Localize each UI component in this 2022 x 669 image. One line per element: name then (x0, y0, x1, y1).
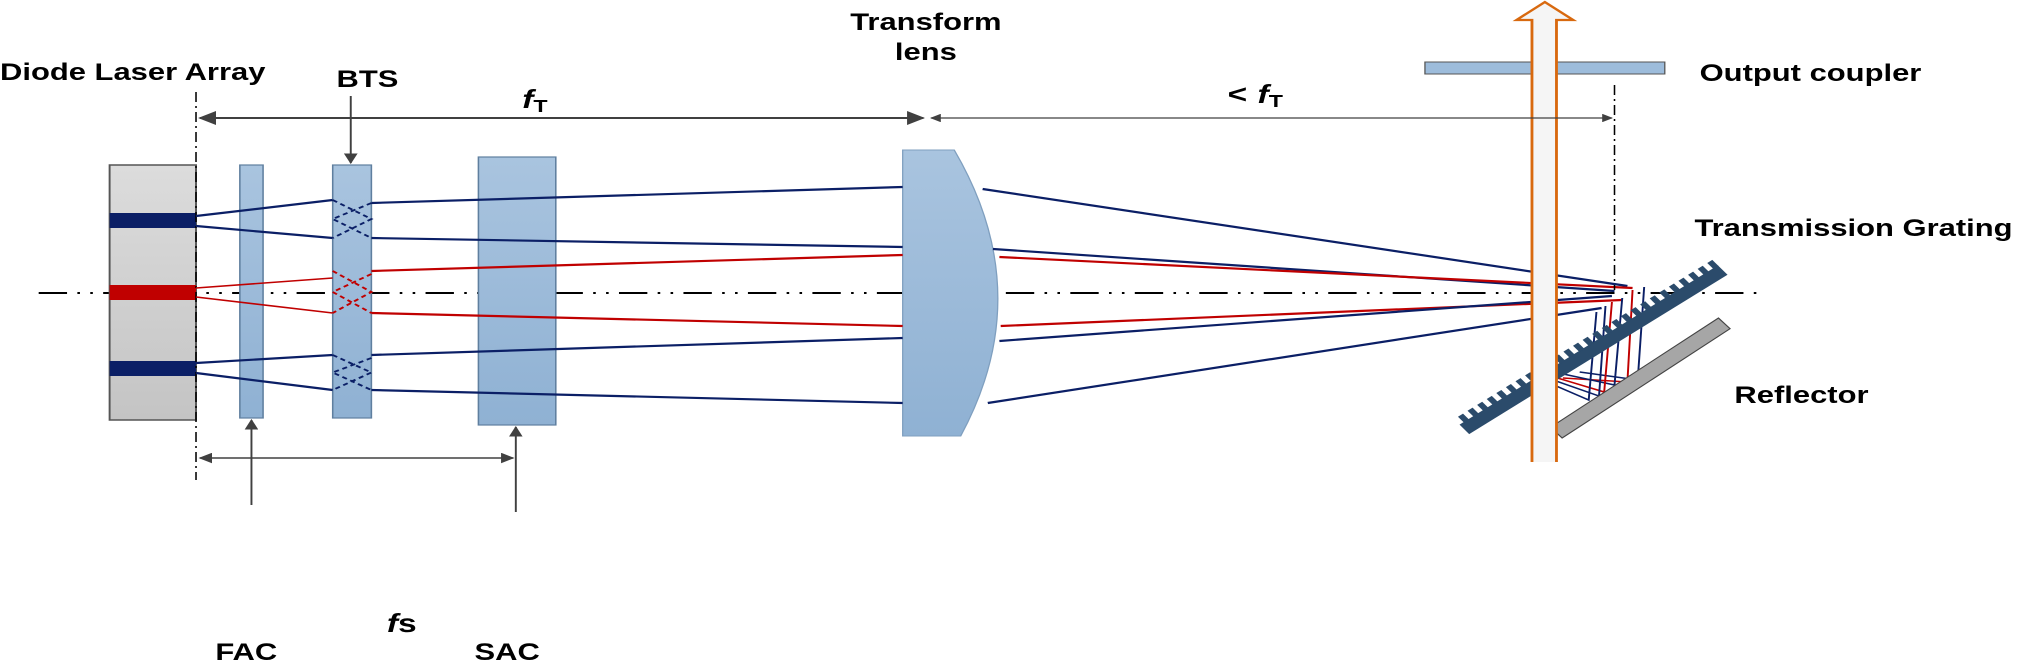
beam-bts-to-lens (371, 185, 903, 205)
beam-emitter-to-bts (195, 371, 333, 392)
grating-tooth (1668, 283, 1681, 293)
grating-tooth (1678, 277, 1690, 287)
ft-symbol: f (1258, 80, 1273, 109)
grating-tooth (1477, 401, 1489, 412)
grating-tooth (1457, 413, 1470, 423)
beam-lens-to-grating (992, 247, 1615, 293)
label-diode-laser-array: Diode Laser Array (0, 58, 266, 85)
beam-emitter-to-bts (195, 277, 333, 289)
grating-tooth (1640, 301, 1652, 311)
grating-tooth (1649, 295, 1662, 305)
ft-symbol: f (522, 85, 537, 114)
grating-tooth (1486, 395, 1499, 406)
output-beam-arrow (1512, 0, 1578, 462)
beam-lens-to-grating (999, 255, 1633, 290)
beam-emitter-to-bts (195, 353, 333, 365)
label-transmission-grating: Transmission Grating (1694, 214, 2012, 241)
beam-bts-to-lens (371, 388, 903, 405)
fs-symbol: f (387, 609, 402, 638)
bts-beam-rotation (332, 270, 374, 314)
bts-beam-rotation (332, 354, 374, 391)
grating-tooth (1582, 336, 1595, 347)
grating-tooth (1601, 324, 1614, 335)
beam-bts-to-lens (371, 236, 903, 249)
label-transform-lens-2: lens (895, 38, 957, 65)
bts-beam-rotation (330, 357, 372, 391)
bts-beam-rotation (330, 273, 373, 314)
grating-tooth (1659, 289, 1671, 299)
grating-tooth (1630, 307, 1642, 317)
grating-tooth (1620, 313, 1633, 323)
emitter-blue-top (109, 213, 197, 228)
diode-laser-array (108, 164, 197, 421)
beam-emitter-to-bts (195, 296, 333, 314)
grating-tooth (1573, 342, 1585, 353)
grating-tooth (1563, 348, 1575, 358)
bts-element (331, 164, 373, 419)
label-output-coupler: Output coupler (1700, 59, 1922, 86)
ft-subscript: T (1269, 91, 1284, 111)
grating-tooth (1515, 378, 1527, 388)
ft-subscript: T (533, 96, 548, 116)
grating-tooth (1467, 407, 1480, 418)
label-sac: SAC (475, 638, 540, 665)
grating-tooth (1505, 384, 1518, 394)
grating-tooth (1611, 318, 1623, 329)
fac-lens (239, 164, 264, 419)
less-than-sign: < (1228, 80, 1248, 109)
label-fac: FAC (215, 638, 277, 665)
emitter-blue-bottom (109, 361, 197, 376)
grating-tooth (1592, 330, 1604, 341)
beam-bts-to-lens (371, 253, 903, 273)
bts-beam-rotation (332, 199, 374, 239)
grating-tooth (1697, 265, 1710, 276)
label-bts: BTS (337, 65, 399, 92)
beam-lens-to-grating (982, 187, 1628, 288)
bts-beam-rotation (330, 202, 373, 239)
beam-emitter-to-bts (195, 224, 333, 240)
label-transform-lens-1: Transform (850, 8, 1001, 35)
beam-bts-to-lens (371, 311, 903, 328)
transform-lens (902, 149, 999, 437)
emitter-red-center (109, 285, 197, 300)
beam-bts-to-lens (371, 336, 903, 357)
fs-suffix: s (398, 609, 417, 638)
grating-tooth (1707, 259, 1719, 270)
sac-lens (477, 156, 557, 426)
beam-lens-to-grating (987, 306, 1602, 405)
label-reflector: Reflector (1734, 381, 1868, 408)
label-fs: fs (387, 609, 417, 638)
label-ft: fT (522, 85, 548, 116)
beam-lens-to-grating (1000, 298, 1623, 328)
grating-tooth (1496, 389, 1508, 400)
beam-emitter-to-bts (195, 198, 333, 218)
beam-lens-to-grating (999, 294, 1613, 343)
label-less-than-ft: < fT (1228, 80, 1284, 111)
grating-tooth (1688, 271, 1700, 282)
